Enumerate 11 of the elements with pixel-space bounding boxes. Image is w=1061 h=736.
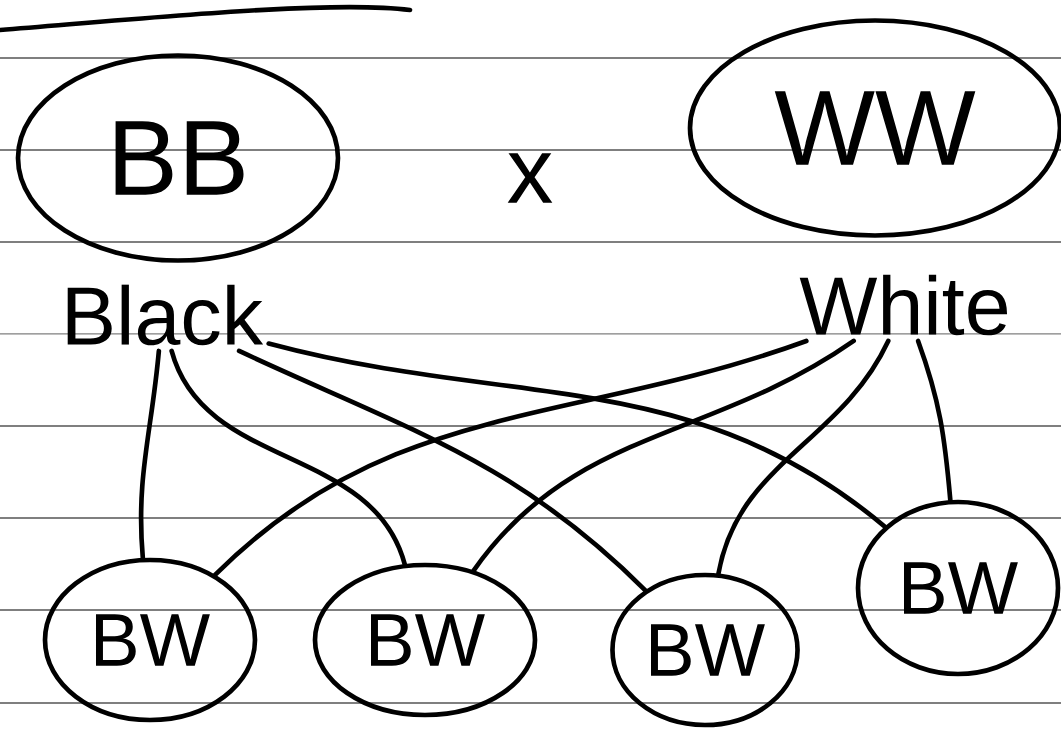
connecting-line xyxy=(915,338,953,503)
connecting-line xyxy=(716,338,891,576)
connecting-line xyxy=(471,338,856,573)
handwritten-label: White xyxy=(799,274,1007,336)
handwritten-label: Black xyxy=(67,284,264,346)
connecting-line xyxy=(213,338,809,577)
connecting-line xyxy=(266,341,887,529)
connecting-line xyxy=(236,348,648,593)
connecting-line xyxy=(138,348,162,561)
connecting-line xyxy=(169,348,407,567)
cross-sign: x xyxy=(507,153,553,203)
